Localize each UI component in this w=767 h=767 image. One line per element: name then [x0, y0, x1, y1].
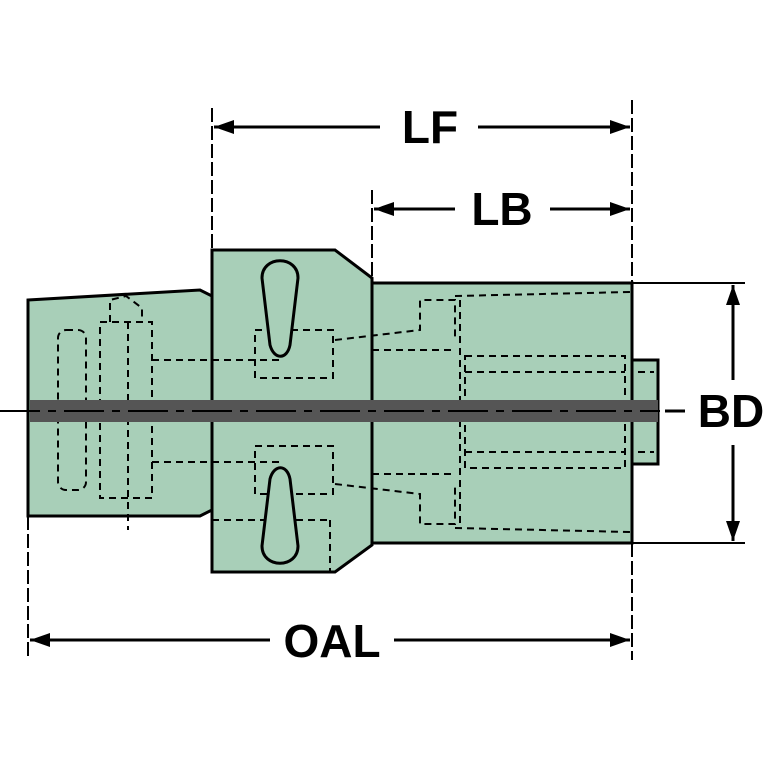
dimension-lb: LB	[374, 183, 630, 235]
dimension-lb-label: LB	[471, 183, 532, 235]
dimension-oal-label: OAL	[283, 615, 380, 667]
dimension-lf-label: LF	[402, 101, 458, 153]
dimension-bd-label: BD	[698, 385, 764, 437]
dimension-oal: OAL	[30, 615, 630, 667]
upper-drive-slot	[260, 259, 300, 358]
drive-slots	[260, 259, 300, 565]
dimension-lf: LF	[214, 101, 630, 153]
extension-lines	[27, 100, 745, 660]
dimension-bd: BD	[698, 285, 764, 541]
centerline	[0, 400, 685, 422]
lower-drive-slot	[260, 466, 300, 565]
